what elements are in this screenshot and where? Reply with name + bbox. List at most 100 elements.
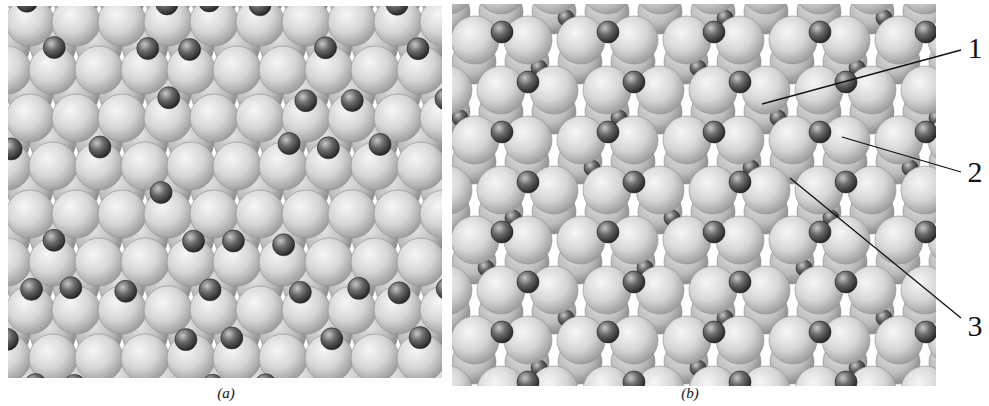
atom-sphere — [795, 166, 843, 214]
atom-sphere — [213, 142, 261, 190]
atom-sphere — [273, 234, 295, 256]
atom-sphere — [435, 88, 442, 110]
atom-sphere — [517, 371, 539, 386]
atom-sphere — [809, 321, 831, 343]
leader-line — [842, 137, 961, 172]
atom-sphere — [198, 6, 220, 12]
atom-sphere — [530, 166, 578, 214]
atom-sphere — [179, 39, 201, 61]
atom-sphere — [317, 137, 339, 159]
atom-sphere — [610, 116, 658, 164]
atom-sphere — [663, 216, 711, 264]
atom-sphere — [716, 16, 764, 64]
panel-caption-label: (a) — [217, 384, 235, 402]
leader-line — [790, 178, 961, 318]
atom-sphere — [623, 171, 645, 193]
atom-sphere — [530, 4, 578, 14]
atom-sphere — [504, 216, 552, 264]
atom-sphere — [703, 21, 725, 43]
atom-sphere — [689, 66, 737, 114]
atom-sphere — [716, 216, 764, 264]
leader-line — [762, 50, 961, 104]
atom-sphere — [583, 4, 631, 14]
atom-sphere — [517, 271, 539, 293]
atom-sphere — [848, 66, 896, 114]
atom-sphere — [452, 66, 472, 114]
atom-sphere — [295, 90, 317, 112]
atom-sphere — [222, 230, 244, 252]
atom-sphere — [75, 46, 123, 94]
atom-sphere — [875, 216, 923, 264]
atom-sphere — [769, 316, 817, 364]
atom-sphere — [374, 190, 422, 238]
atom-sphere — [623, 371, 645, 386]
atom-sphere — [420, 190, 442, 238]
atom-sphere — [742, 166, 790, 214]
atom-sphere — [121, 334, 169, 378]
atom-sphere — [98, 6, 146, 46]
atom-sphere — [75, 334, 123, 378]
atom-sphere — [236, 94, 284, 142]
atom-sphere — [822, 116, 870, 164]
atom-sphere — [236, 286, 284, 334]
atom-sphere — [623, 271, 645, 293]
atom-sphere — [729, 71, 751, 93]
atom-sphere — [716, 116, 764, 164]
atom-sphere — [60, 277, 82, 299]
atom-sphere — [557, 316, 605, 364]
atom-sphere — [43, 229, 65, 251]
atom-sphere — [729, 271, 751, 293]
atom-sphere — [75, 238, 123, 286]
atom-sphere — [477, 266, 525, 314]
atom-sphere — [328, 190, 376, 238]
atom-sphere — [809, 121, 831, 143]
atom-sphere — [557, 216, 605, 264]
atom-sphere — [901, 66, 936, 114]
panel-caption-label: (b) — [681, 384, 699, 402]
atom-sphere — [315, 37, 337, 59]
atom-sphere — [848, 266, 896, 314]
atom-sphere — [452, 16, 499, 64]
atom-sphere — [809, 21, 831, 43]
atom-sphere — [305, 238, 353, 286]
atom-sphere — [137, 38, 159, 60]
atom-sphere — [822, 16, 870, 64]
atom-sphere — [729, 171, 751, 193]
atom-sphere — [452, 4, 472, 14]
atom-sphere — [369, 133, 391, 155]
atom-sphere — [901, 166, 936, 214]
atom-sphere — [29, 142, 77, 190]
atom-sphere — [663, 316, 711, 364]
panel-caption: (b) — [681, 385, 699, 401]
atom-sphere — [150, 182, 172, 204]
callout-number: 2 — [968, 155, 983, 188]
atom-sphere — [915, 21, 936, 43]
atom-sphere — [8, 46, 31, 94]
atom-sphere — [530, 266, 578, 314]
atom-sphere — [167, 142, 215, 190]
atom-sphere — [597, 21, 619, 43]
atom-sphere — [348, 277, 370, 299]
atom-sphere — [115, 280, 137, 302]
atom-sphere — [729, 371, 751, 386]
atom-sphere — [52, 94, 100, 142]
atom-sphere — [583, 66, 631, 114]
callout-number: 3 — [968, 309, 983, 342]
atom-sphere — [452, 366, 472, 386]
atom-sphere — [689, 166, 737, 214]
atom-sphere — [663, 116, 711, 164]
atom-sphere — [341, 89, 363, 111]
atom-sphere — [409, 327, 431, 349]
atom-sphere — [221, 327, 243, 349]
atom-sphere — [156, 6, 178, 15]
atom-sphere — [397, 238, 442, 286]
atom-sphere — [321, 328, 343, 350]
atom-sphere — [835, 171, 857, 193]
atom-sphere — [255, 374, 277, 378]
atom-sphere — [8, 138, 22, 160]
atom-sphere — [259, 46, 307, 94]
atom-sphere — [144, 286, 192, 334]
atom-sphere — [835, 371, 857, 386]
